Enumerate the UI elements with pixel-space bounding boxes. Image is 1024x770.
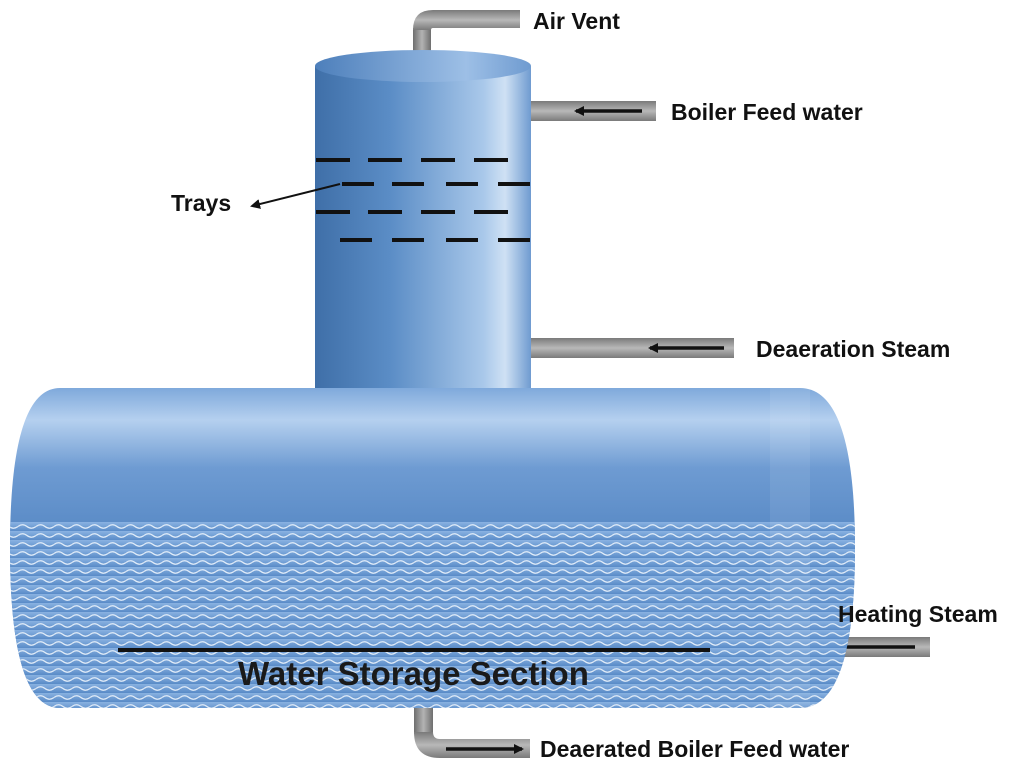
tray [368,158,402,162]
deaeration-steam-pipe [528,338,734,358]
deaerated-boiler-feed-water-label: Deaerated Boiler Feed water [540,736,850,762]
tray [340,238,372,242]
tray [474,158,508,162]
tray [342,182,374,186]
trays-label: Trays [171,190,232,216]
tray [446,238,478,242]
deaeration-column [315,50,531,396]
deaeration-steam-label: Deaeration Steam [756,336,951,362]
tray [446,182,478,186]
tray [316,210,350,214]
air-vent-label: Air Vent [533,8,620,34]
water-storage-section-label: Water Storage Section [238,655,589,692]
tray [421,158,455,162]
water-storage-section [10,522,855,708]
water-level-line [118,648,710,652]
trays [316,158,530,242]
tray [474,210,508,214]
heating-steam-label: Heating Steam [838,601,998,627]
tray [392,238,424,242]
deaerated-outlet-pipe [414,700,530,758]
boiler-feed-water-label: Boiler Feed water [671,99,863,125]
tray [368,210,402,214]
tray [498,182,530,186]
pointer-arrow-icon [250,183,341,209]
tray [316,158,350,162]
tray [392,182,424,186]
tray [421,210,455,214]
storage-drum [10,388,855,708]
tray [498,238,530,242]
